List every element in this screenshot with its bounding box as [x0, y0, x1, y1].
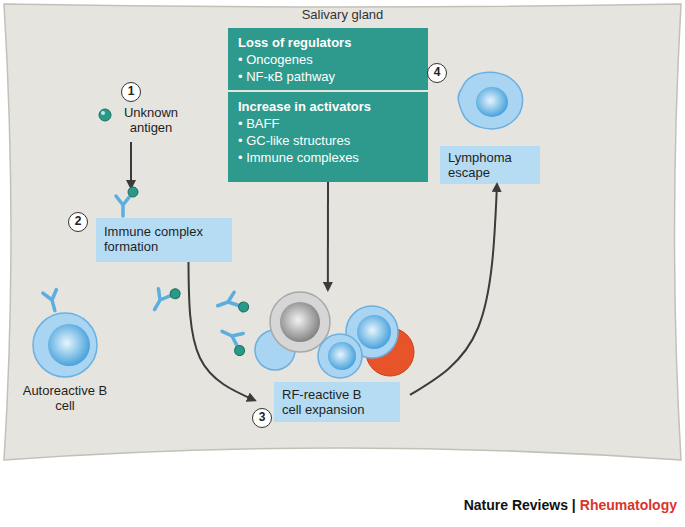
bullet-item: • Oncogenes	[238, 51, 418, 68]
region-title: Salivary gland	[0, 7, 685, 22]
journal-section: Rheumatology	[580, 497, 677, 513]
callout-number: 1	[121, 82, 141, 102]
callout-number: 2	[68, 212, 88, 232]
flow-arrow	[188, 262, 255, 400]
flow-arrow	[327, 182, 329, 290]
box-label: Immune complex formation	[104, 224, 224, 254]
process-box: Immune complex formation	[96, 218, 232, 262]
gland-shape	[4, 4, 681, 460]
bullet-item: • Immune complexes	[238, 149, 418, 166]
flow-arrow	[410, 184, 497, 395]
box-heading: Loss of regulators	[238, 34, 418, 51]
bullet-item: • GC-like structures	[238, 132, 418, 149]
journal-name: Nature Reviews |	[464, 497, 576, 513]
activator-box: Increase in activators• BAFF• GC-like st…	[228, 92, 428, 182]
callout-number: 3	[252, 408, 272, 428]
callout-number: 4	[427, 63, 447, 83]
expansion-group: RF-reactive B cell expansion	[255, 290, 410, 428]
bullet-item: • BAFF	[238, 115, 418, 132]
text-label: Unknown antigen	[116, 105, 186, 135]
box-label: Lymphoma escape	[448, 150, 532, 180]
cell-label: Autoreactive B cell	[18, 383, 112, 413]
regulator-box: Loss of regulators• Oncogenes• NF-κB pat…	[228, 28, 428, 90]
process-box: RF-reactive B cell expansion	[274, 382, 400, 422]
process-box: Lymphoma escape	[440, 146, 540, 184]
bullet-item: • NF-κB pathway	[238, 68, 418, 85]
box-heading: Increase in activators	[238, 98, 418, 115]
credit-line: Nature Reviews |Rheumatology	[464, 497, 677, 513]
